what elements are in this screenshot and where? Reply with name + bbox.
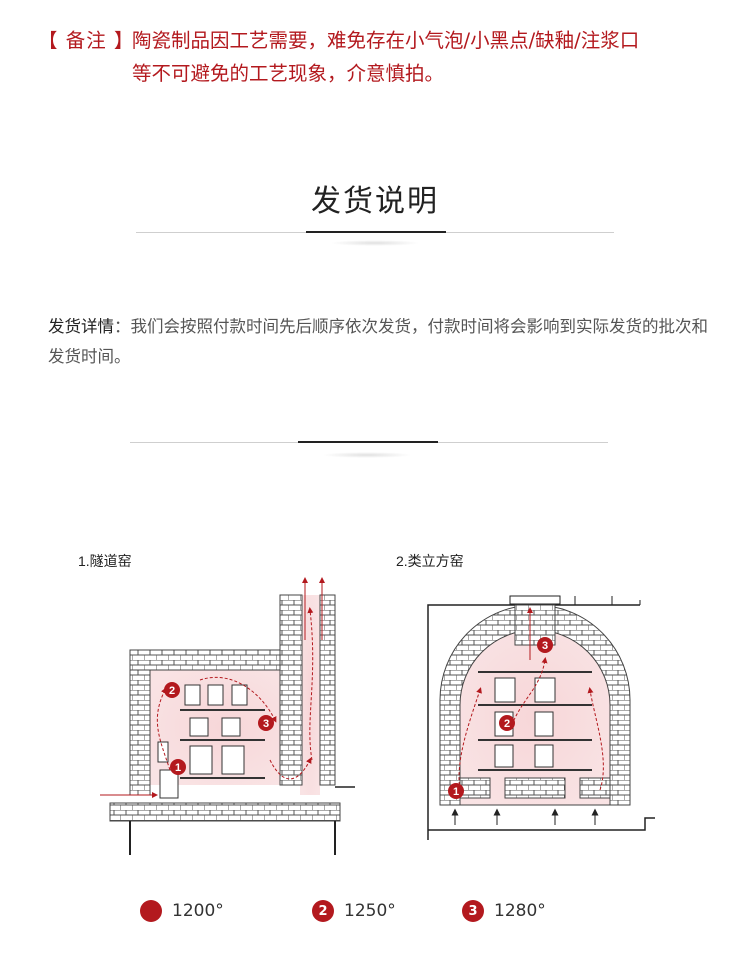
- vertical-kiln-label: 2.类立方窑: [396, 553, 464, 569]
- legend-temp-2: 1250°: [344, 901, 396, 921]
- vertical-marker-3: [537, 637, 553, 653]
- divider-thick-2: [298, 441, 438, 443]
- tunnel-marker-2-text: 2: [169, 685, 175, 697]
- remark-line-1: 陶瓷制品因工艺需要，难免存在小气泡/小黑点/缺釉/注浆口: [132, 29, 640, 52]
- vertical-marker-2-text: 2: [504, 718, 510, 730]
- tunnel-marker-3: [258, 715, 274, 731]
- tunnel-marker-3-text: 3: [263, 718, 269, 730]
- legend-marker-3: 3: [462, 900, 484, 922]
- legend-temp-3: 1280°: [494, 901, 546, 921]
- shipping-label: 发货详情: [48, 317, 114, 336]
- tunnel-marker-1: [170, 759, 186, 775]
- legend-marker-1: [140, 900, 162, 922]
- legend-item-1: 1200°: [140, 900, 224, 922]
- tunnel-kiln-label: 1.隧道窑: [78, 553, 132, 569]
- section-title: 发货说明: [311, 184, 439, 219]
- remark-tag: 【 备注 】: [38, 29, 135, 52]
- divider-shadow: [330, 240, 420, 246]
- remark-line-2: 等不可避免的工艺现象，介意慎拍。: [132, 62, 445, 85]
- legend-temp-1: 1200°: [172, 901, 224, 921]
- shipping-text: ：我们会按照付款时间先后顺序依次发货，付款时间将会影响到实际发货的批次和发货时间…: [48, 317, 708, 366]
- divider-shadow-2: [322, 452, 412, 458]
- temperature-legend: 1200° 2 1250° 3 1280°: [0, 900, 750, 930]
- vertical-marker-2: [499, 715, 515, 731]
- vertical-marker-1-text: 1: [453, 786, 459, 798]
- legend-item-2: 2 1250°: [312, 900, 396, 922]
- tunnel-marker-2: [164, 682, 180, 698]
- divider-thick: [306, 231, 446, 233]
- tunnel-kiln: [100, 577, 355, 855]
- shipping-details: 发货详情：我们会按照付款时间先后顺序依次发货，付款时间将会影响到实际发货的批次和…: [48, 312, 708, 372]
- vertical-kiln: [427, 595, 655, 840]
- vertical-marker-3-text: 3: [542, 640, 548, 652]
- kiln-diagrams: 1.隧道窑 2.类立方窑: [78, 553, 655, 855]
- tunnel-marker-1-text: 1: [175, 762, 181, 774]
- legend-marker-2: 2: [312, 900, 334, 922]
- legend-item-3: 3 1280°: [462, 900, 546, 922]
- vertical-marker-1: [448, 783, 464, 799]
